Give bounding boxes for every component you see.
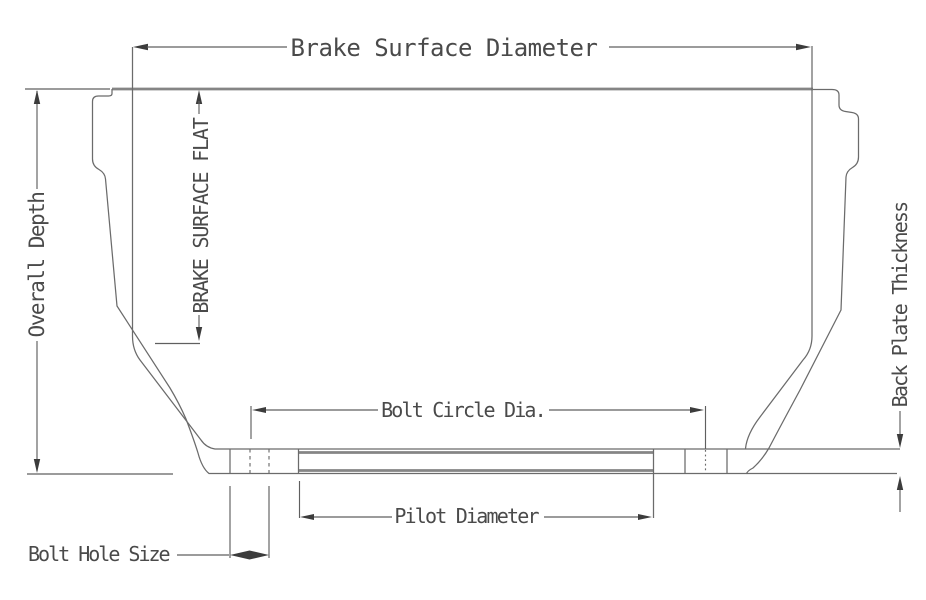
dimension-bolt-circle-dia: Bolt Circle Dia. bbox=[250, 398, 707, 449]
drum-outline bbox=[91, 46, 900, 518]
drum-profile-right-outer bbox=[745, 88, 860, 475]
dimension-bolt-hole-size: Bolt Hole Size bbox=[28, 486, 270, 566]
overall-depth-arrow-up-icon bbox=[33, 90, 41, 104]
label-overall-depth: Overall Depth bbox=[25, 193, 49, 338]
brake-surface-flat-arrow-down-icon bbox=[195, 327, 203, 341]
brake-surface-diameter-arrow-left-icon bbox=[133, 43, 148, 51]
dimension-brake-surface-diameter: Brake Surface Diameter bbox=[133, 34, 811, 62]
back-plate-arrow-up-icon bbox=[896, 476, 904, 490]
drum-profile-left-outer-and-flange-bottom bbox=[91, 89, 897, 475]
bolt-hole-size-arrows-icon bbox=[230, 550, 269, 560]
label-bolt-circle-dia: Bolt Circle Dia. bbox=[381, 398, 545, 422]
bolt-circle-arrow-left-icon bbox=[252, 407, 266, 413]
back-plate-arrow-down-icon bbox=[896, 434, 904, 448]
bolt-circle-arrow-right-icon bbox=[690, 407, 704, 413]
drum-profile-left-inner-and-flange-top bbox=[131, 47, 900, 450]
drum-profile-right-inner bbox=[744, 46, 813, 449]
label-bolt-hole-size: Bolt Hole Size bbox=[28, 542, 170, 566]
dimension-brake-surface-flat: BRAKE SURFACE FLAT bbox=[155, 90, 213, 345]
label-brake-surface-flat: BRAKE SURFACE FLAT bbox=[189, 117, 213, 313]
dimension-overall-depth: Overall Depth bbox=[25, 88, 173, 475]
pilot-diameter-arrow-right-icon bbox=[638, 514, 652, 520]
brake-surface-flat-arrow-up-icon bbox=[195, 90, 203, 104]
dimension-pilot-diameter: Pilot Diameter bbox=[298, 481, 652, 528]
dimension-back-plate-thickness: Back Plate Thickness bbox=[888, 202, 912, 512]
label-pilot-diameter: Pilot Diameter bbox=[394, 504, 539, 528]
label-brake-surface-diameter: Brake Surface Diameter bbox=[291, 34, 598, 62]
brake-surface-diameter-arrow-right-icon bbox=[796, 43, 811, 51]
pilot-diameter-arrow-left-icon bbox=[300, 514, 314, 520]
label-back-plate-thickness: Back Plate Thickness bbox=[888, 202, 912, 408]
overall-depth-arrow-down-icon bbox=[33, 459, 41, 473]
